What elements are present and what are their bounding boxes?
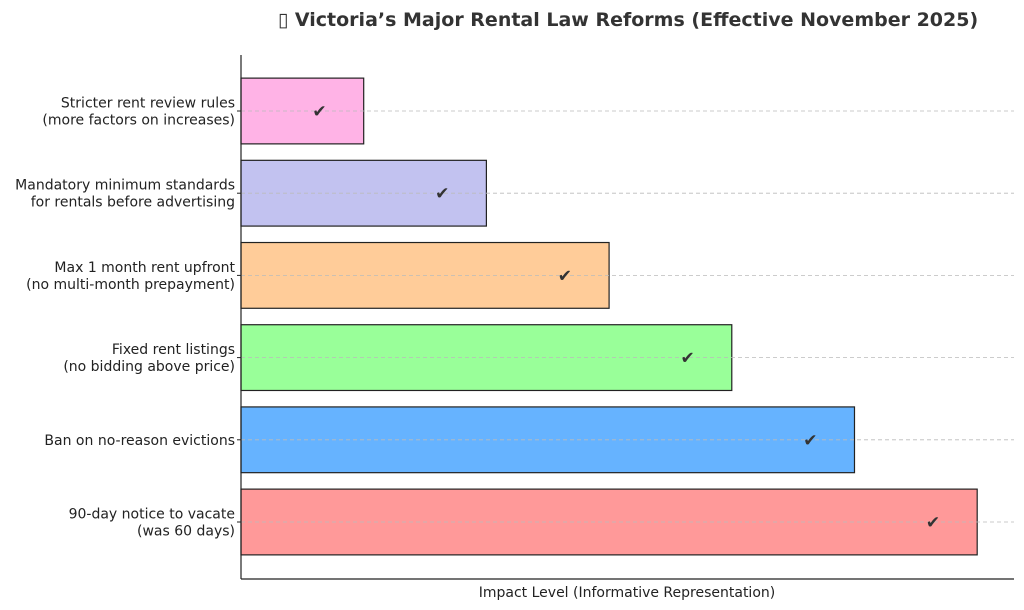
y-tick-label: Stricter rent review rules(more factors … bbox=[42, 96, 235, 129]
bar-check-label: ✔ bbox=[926, 513, 940, 533]
bar-check-label: ✔ bbox=[803, 431, 817, 451]
bar bbox=[240, 77, 365, 145]
bar-check-label: ✔ bbox=[435, 184, 449, 204]
y-tick-label: Max 1 month rent upfront(no multi-month … bbox=[26, 260, 235, 293]
bar-check-label: ✔ bbox=[558, 266, 572, 286]
y-tick-label: Fixed rent listings(no bidding above pri… bbox=[63, 342, 235, 375]
y-tick-label: 90-day notice to vacate(was 60 days) bbox=[69, 507, 235, 540]
bar-check-label: ✔ bbox=[680, 349, 694, 369]
chart-title: ▯ Victoria’s Major Rental Law Reforms (E… bbox=[278, 9, 978, 31]
x-axis-label: Impact Level (Informative Representation… bbox=[479, 585, 775, 601]
bar-check-label: ✔ bbox=[312, 102, 326, 122]
y-tick-label: Ban on no-reason evictions bbox=[44, 433, 235, 449]
